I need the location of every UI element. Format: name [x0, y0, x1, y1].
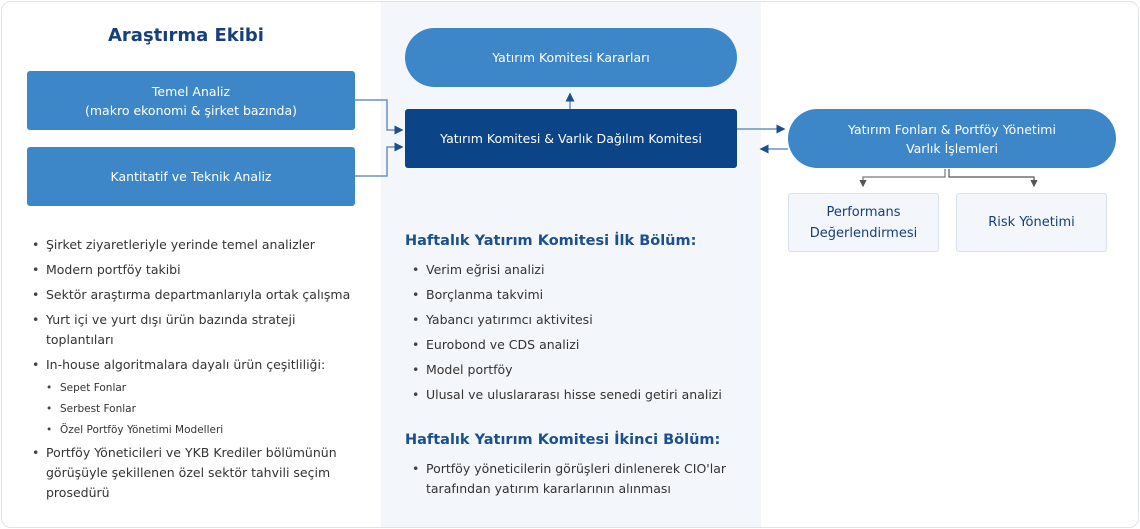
- section2-title: Haftalık Yatırım Komitesi İkinci Bölüm:: [405, 432, 721, 448]
- list-item: Yabancı yatırımcı aktivitesi: [412, 310, 752, 330]
- box-line: Değerlendirmesi: [809, 225, 918, 241]
- box-line: Temel Analiz: [151, 83, 231, 99]
- list-item: Yurt içi ve yurt dışı ürün bazında strat…: [32, 310, 352, 350]
- section1-title: Haftalık Yatırım Komitesi İlk Bölüm:: [405, 233, 697, 249]
- arrow-performance: [859, 169, 946, 188]
- research-bullets: Şirket ziyaretleriyle yerinde temel anal…: [32, 235, 352, 508]
- list-item: Portföy yöneticilerin görüşleri dinlener…: [412, 459, 752, 499]
- section1-list: Verim eğrisi analizi Borçlanma takvimi Y…: [412, 260, 752, 410]
- quant-analysis-box: Kantitatif ve Teknik Analiz: [27, 147, 355, 206]
- sub-list-item: Serbest Fonlar: [32, 401, 352, 417]
- list-item: Sektör araştırma departmanlarıyla ortak …: [32, 285, 352, 305]
- sub-list-item: Özel Portföy Yönetimi Modelleri: [32, 422, 352, 438]
- list-item: Portföy Yöneticileri ve YKB Krediler böl…: [32, 443, 352, 503]
- list-item: Ulusal ve uluslararası hisse senedi geti…: [412, 385, 752, 405]
- risk-box: Risk Yönetimi: [956, 193, 1107, 252]
- list-item: Verim eğrisi analizi: [412, 260, 752, 280]
- list-item: Şirket ziyaretleriyle yerinde temel anal…: [32, 235, 352, 255]
- arrow-kantitatif: [355, 142, 404, 177]
- committee-box: Yatırım Komitesi & Varlık Dağılım Komite…: [405, 109, 737, 168]
- arrow-risk: [948, 169, 1038, 188]
- list-item: Model portföy: [412, 360, 752, 380]
- box-line: Yatırım Fonları & Portföy Yönetimi: [848, 121, 1056, 137]
- section2-list: Portföy yöneticilerin görüşleri dinlener…: [412, 459, 752, 504]
- list-item: Modern portföy takibi: [32, 260, 352, 280]
- fundamental-analysis-box: Temel Analiz (makro ekonomi & şirket bazı…: [27, 71, 355, 130]
- list-item: In-house algoritmalara dayalı ürün çeşit…: [32, 355, 352, 375]
- sub-list-item: Sepet Fonlar: [32, 380, 352, 396]
- research-team-title: Araştırma Ekibi: [108, 25, 264, 46]
- list-item: Borçlanma takvimi: [412, 285, 752, 305]
- box-line: Performans: [826, 204, 901, 220]
- box-line: (makro ekonomi & şirket bazında): [85, 102, 297, 118]
- list-item: Eurobond ve CDS analizi: [412, 335, 752, 355]
- box-line: Varlık İşlemleri: [906, 140, 998, 156]
- committee-decisions-box: Yatırım Komitesi Kararları: [405, 28, 737, 87]
- arrow-temel: [355, 99, 404, 135]
